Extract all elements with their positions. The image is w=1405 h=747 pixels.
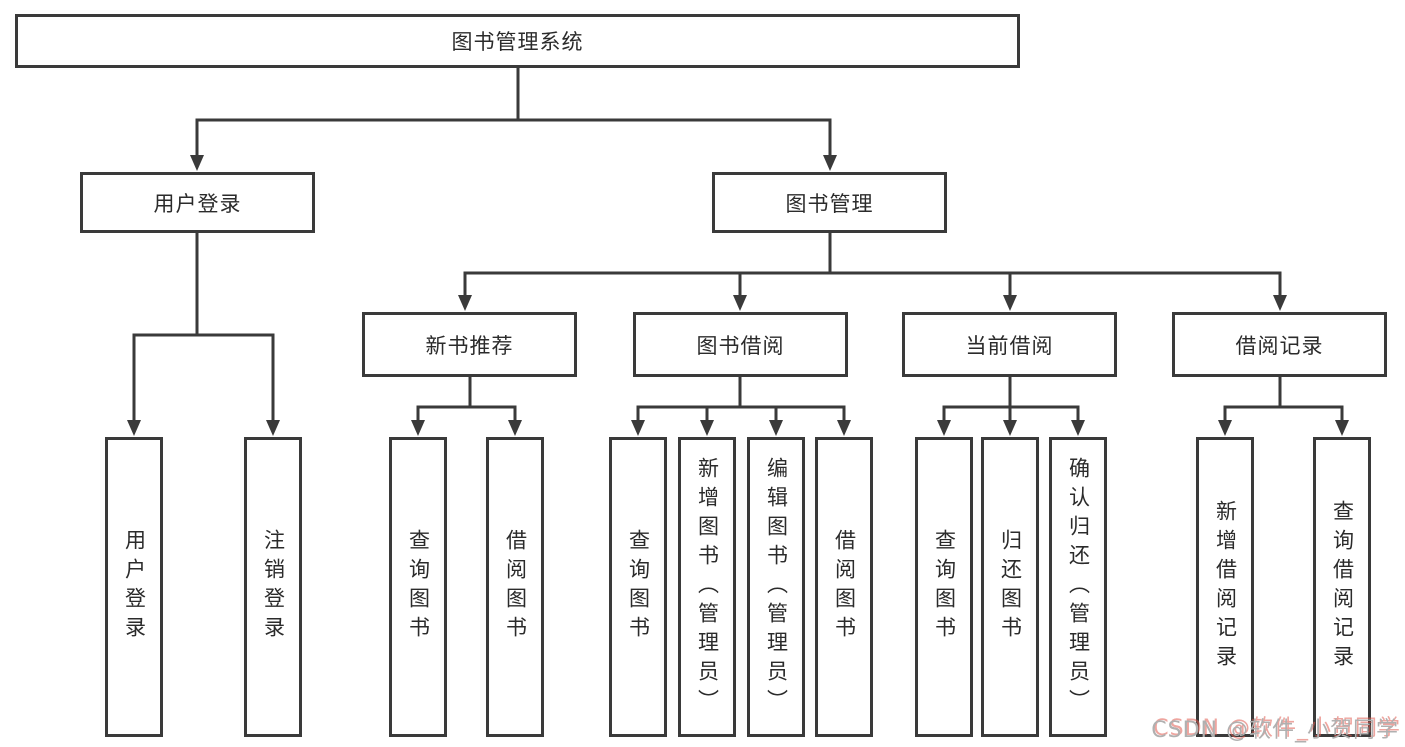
leaf-logout: 注销登录	[244, 437, 302, 737]
node-root-system: 图书管理系统	[15, 14, 1020, 68]
node-book-management: 图书管理	[712, 172, 947, 233]
leaf-records-query-record: 查询借阅记录	[1313, 437, 1371, 737]
leaf-current-query-books: 查询图书	[915, 437, 973, 737]
leaf-borrow-edit-books-admin: 编辑图书（管理员）	[747, 437, 805, 737]
leaf-borrow-add-books-admin: 新增图书（管理员）	[678, 437, 736, 737]
leaf-newbook-query-books: 查询图书	[389, 437, 447, 737]
leaf-user-login: 用户登录	[105, 437, 163, 737]
node-book-borrow: 图书借阅	[633, 312, 848, 377]
node-new-book-recommend: 新书推荐	[362, 312, 577, 377]
csdn-watermark: CSDN @软件_小贺同学	[1151, 718, 1399, 743]
leaf-borrow-borrow-books: 借阅图书	[815, 437, 873, 737]
node-borrow-records: 借阅记录	[1172, 312, 1387, 377]
node-user-login: 用户登录	[80, 172, 315, 233]
node-current-borrow: 当前借阅	[902, 312, 1117, 377]
leaf-current-return-books: 归还图书	[981, 437, 1039, 737]
leaf-current-confirm-return-admin: 确认归还（管理员）	[1049, 437, 1107, 737]
leaf-newbook-borrow-books: 借阅图书	[486, 437, 544, 737]
leaf-records-add-record: 新增借阅记录	[1196, 437, 1254, 737]
leaf-borrow-query-books: 查询图书	[609, 437, 667, 737]
